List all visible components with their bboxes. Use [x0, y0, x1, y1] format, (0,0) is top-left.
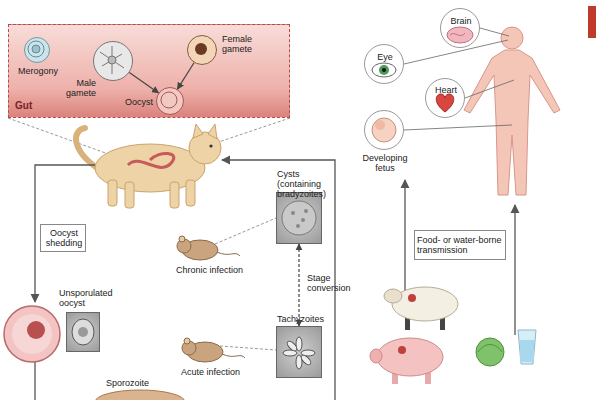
cyst-micrograph-frame: Cysts (containing bradyzoites) [276, 192, 322, 244]
female-gamete: Female gamete [187, 35, 217, 65]
sporozoite-illustration [95, 390, 185, 400]
node-label: Female gamete [222, 34, 266, 54]
connector-arrow [298, 244, 299, 326]
mouse-acute [182, 338, 276, 362]
organ-circle: Heart [425, 78, 465, 118]
corner-tab [588, 6, 596, 38]
stage-label: Acute infection [181, 367, 261, 377]
water-glass [518, 330, 536, 364]
node-label: Unsporulated oocyst [59, 288, 119, 308]
human-figure [464, 27, 560, 195]
tachyzoite-micrograph-frame: Tachyzoites [276, 326, 322, 378]
merogony-stage: Merogony [24, 37, 50, 63]
node-label: Eye [365, 52, 405, 62]
node-label: Developing fetus [355, 153, 415, 173]
pig-illustration [370, 338, 443, 384]
process-box: Food- or water-borne transmission [414, 230, 506, 260]
oocyst-micrograph-frame: Unsporulated oocyst [66, 312, 100, 352]
connector-arrow [177, 63, 194, 89]
brain-illustration [447, 27, 473, 43]
node-label: Oocyst [115, 97, 153, 107]
vegetable-illustration [476, 338, 504, 366]
oocyst-stage: Oocyst [156, 87, 184, 115]
node-label: Gut [15, 101, 55, 111]
connector-arrow [129, 72, 158, 92]
oocyst-micrograph [72, 319, 94, 345]
organ-circle: Brain [440, 8, 480, 48]
stage-label: Chronic infection [176, 265, 256, 275]
fetus-illustration [372, 118, 396, 142]
stage-label: Sporozoite [106, 378, 166, 388]
mouse-chronic [177, 218, 276, 260]
organ-circle: Developing fetus [364, 110, 404, 150]
node-label: Tachyzoites [277, 314, 337, 324]
male-gamete-illustration [100, 46, 124, 74]
node-label: Brain [441, 16, 481, 26]
oocyst-illustration [4, 306, 60, 362]
node-label: Oocyst shedding [41, 228, 87, 248]
node-label: Heart [426, 85, 466, 95]
merogony-illustration [28, 41, 44, 57]
gut-panel: GutMerogonyMale gameteFemale gameteOocys… [8, 24, 290, 118]
eye-illustration [372, 63, 396, 77]
cyst-micrograph [282, 201, 316, 235]
female-gamete-illustration [195, 43, 207, 55]
process-box: Oocyst shedding [40, 224, 86, 252]
male-gamete: Male gamete [93, 41, 133, 81]
cat-illustration [76, 124, 221, 208]
node-label: Merogony [15, 66, 61, 76]
oocyst-illustration [161, 92, 177, 108]
node-label: Food- or water-borne transmission [417, 235, 505, 255]
edge-label: Stage conversion [307, 273, 355, 293]
node-label: Cysts (containing bradyzoites) [277, 169, 341, 199]
heart-illustration [436, 94, 454, 112]
organ-circle: Eye [364, 44, 404, 84]
sheep-illustration [384, 287, 458, 330]
node-label: Male gamete [56, 78, 96, 98]
tachyzoite-micrograph [283, 337, 315, 369]
